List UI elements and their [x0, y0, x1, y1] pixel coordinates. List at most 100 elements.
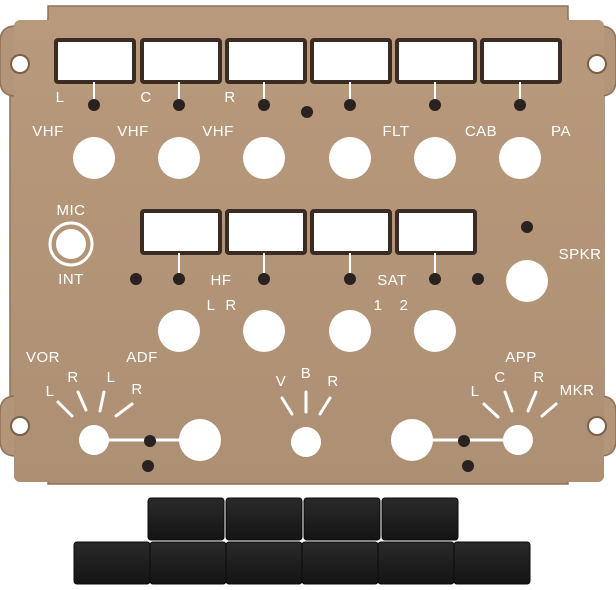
key-cap-bottom[interactable] — [73, 541, 151, 585]
vbr-ticks — [280, 390, 332, 416]
top-buttons — [73, 137, 541, 179]
key-cap-bottom[interactable] — [149, 541, 227, 585]
label-flt: FLT — [382, 123, 410, 140]
label-spkr: SPKR — [558, 246, 602, 263]
label-app-l: L — [470, 383, 480, 400]
app-mkr-selector[interactable] — [503, 425, 533, 455]
window-vhf-r — [225, 38, 307, 84]
flt-button[interactable] — [329, 137, 371, 179]
app-mkr-ticks — [482, 390, 558, 419]
label-app: APP — [505, 349, 537, 366]
indicator-dot — [462, 460, 474, 472]
label-sat-1: 1 — [373, 297, 383, 314]
indicator-dot — [458, 435, 470, 447]
label-sat-2: 2 — [399, 297, 409, 314]
screw-hole-top-right — [587, 54, 607, 74]
window-flt — [310, 38, 392, 84]
screw-hole-bottom-right — [587, 416, 607, 436]
window-sat-1 — [310, 209, 392, 255]
indicator-dot — [429, 273, 441, 285]
label-channel-r: R — [224, 89, 236, 106]
label-vhf-l: VHF — [32, 123, 64, 140]
label-b: B — [300, 365, 312, 382]
vhf-r-button[interactable] — [243, 137, 285, 179]
window-pa — [480, 38, 562, 84]
label-mic: MIC — [56, 202, 86, 219]
label-channel-l: L — [55, 89, 65, 106]
indicator-dot — [130, 273, 142, 285]
label-app-r: R — [533, 369, 545, 386]
mic-int-switch-ring — [48, 221, 94, 267]
spkr-button[interactable] — [506, 260, 548, 302]
window-sat-2 — [395, 209, 477, 255]
sat-1-button[interactable] — [329, 310, 371, 352]
indicator-dot — [258, 99, 270, 111]
middle-buttons — [158, 260, 548, 352]
label-hf: HF — [210, 272, 232, 289]
vbr-selector[interactable] — [291, 427, 321, 457]
window-vhf-l — [54, 38, 136, 84]
label-cab: CAB — [464, 123, 498, 140]
middle-dots — [130, 221, 533, 285]
window-vhf-c — [140, 38, 222, 84]
label-v: V — [275, 373, 287, 390]
middle-windows — [140, 209, 477, 255]
label-r: R — [327, 373, 339, 390]
label-int: INT — [58, 271, 84, 288]
indicator-dot — [521, 221, 533, 233]
label-vor-l: L — [45, 383, 55, 400]
label-adf-l: L — [106, 369, 116, 386]
panel-main — [14, 20, 604, 482]
vhf-l-button[interactable] — [73, 137, 115, 179]
cab-button[interactable] — [414, 137, 456, 179]
app-mkr-button[interactable] — [391, 419, 433, 461]
key-caps — [73, 497, 531, 585]
vor-adf-ticks — [56, 390, 134, 418]
window-hf-r — [225, 209, 307, 255]
indicator-dot — [88, 99, 100, 111]
hf-r-button[interactable] — [243, 310, 285, 352]
indicator-dot — [429, 99, 441, 111]
key-cap-bottom[interactable] — [453, 541, 531, 585]
indicator-dot — [344, 273, 356, 285]
screw-hole-top-left — [10, 54, 30, 74]
label-app-c: C — [494, 369, 506, 386]
mic-int-switch[interactable] — [56, 229, 86, 259]
label-hf-l: L — [206, 297, 216, 314]
screw-hole-bottom-left — [10, 416, 30, 436]
label-mkr: MKR — [559, 382, 595, 399]
sat-2-button[interactable] — [414, 310, 456, 352]
indicator-dot — [144, 435, 156, 447]
vhf-c-button[interactable] — [158, 137, 200, 179]
top-leads — [93, 82, 521, 100]
middle-leads — [178, 253, 436, 273]
indicator-dot — [344, 99, 356, 111]
vor-adf-button[interactable] — [179, 419, 221, 461]
label-channel-c: C — [140, 89, 152, 106]
hf-l-button[interactable] — [158, 310, 200, 352]
label-vor-r: R — [67, 369, 79, 386]
top-dots — [88, 99, 526, 118]
key-cap-bottom[interactable] — [301, 541, 379, 585]
label-vhf-r: VHF — [202, 123, 234, 140]
indicator-dot — [514, 99, 526, 111]
key-cap-top[interactable] — [381, 497, 459, 541]
label-vhf-c: VHF — [117, 123, 149, 140]
window-cab — [395, 38, 477, 84]
label-vor: VOR — [25, 349, 61, 366]
window-hf-l — [140, 209, 222, 255]
key-cap-top[interactable] — [303, 497, 381, 541]
pa-button[interactable] — [499, 137, 541, 179]
label-sat: SAT — [377, 272, 407, 289]
label-adf-r: R — [131, 381, 143, 398]
vor-adf-selector[interactable] — [79, 425, 109, 455]
key-cap-top[interactable] — [225, 497, 303, 541]
indicator-dot — [142, 460, 154, 472]
label-pa: PA — [551, 123, 571, 140]
key-cap-bottom[interactable] — [377, 541, 455, 585]
key-cap-bottom[interactable] — [225, 541, 303, 585]
label-adf: ADF — [126, 349, 158, 366]
key-cap-top[interactable] — [147, 497, 225, 541]
